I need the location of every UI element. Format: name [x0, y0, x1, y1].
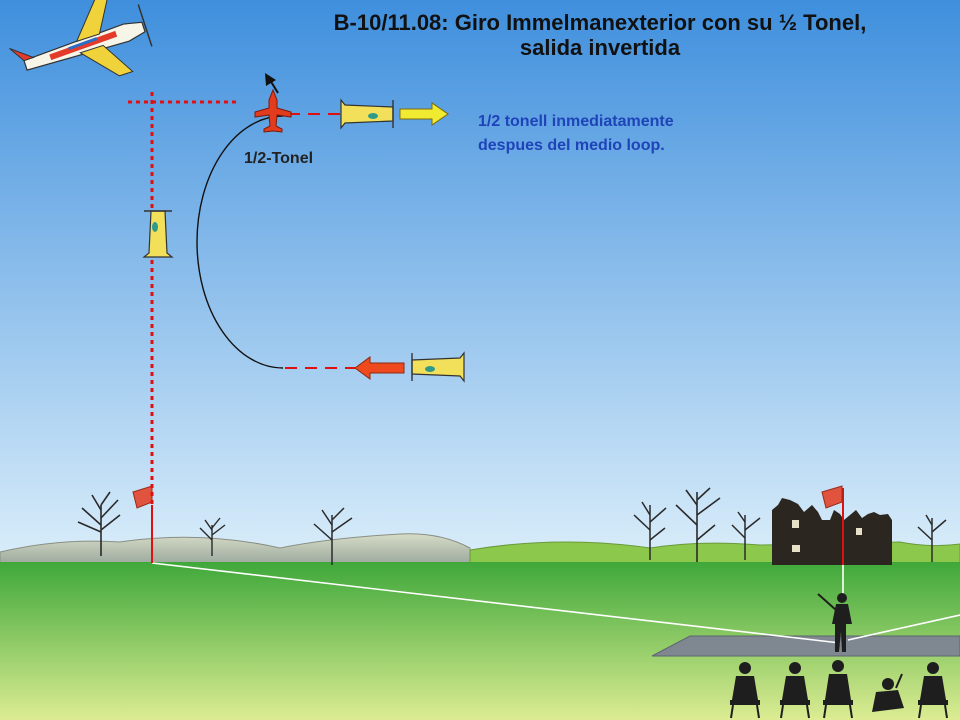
castle-windows [792, 520, 862, 552]
title-line-1: B-10/11.08: Giro Immelmanexterior con su… [333, 10, 867, 35]
judge-4 [872, 673, 904, 712]
title-line-2: salida invertida [519, 35, 681, 60]
exit-direction-arrow [399, 102, 449, 126]
tree-3 [313, 507, 353, 565]
sight-lines [151, 562, 960, 644]
half-roll-plane-icon [254, 88, 292, 133]
tree-2 [199, 517, 226, 556]
sky [0, 0, 960, 565]
entry-direction-arrow [354, 356, 405, 380]
tree-6 [731, 511, 761, 560]
judge-2 [780, 662, 810, 719]
aerobatic-plane-logo [9, 0, 153, 77]
pilot-figure [817, 593, 852, 652]
tree-1 [77, 491, 121, 556]
exit-plane-icon [340, 98, 394, 130]
center-marker-flag [821, 485, 843, 509]
judge-1 [730, 662, 760, 719]
diagram-title: B-10/11.08: Giro Immelmanexterior con su… [250, 10, 950, 60]
pull-up-arrow [265, 73, 279, 94]
judge-5 [918, 662, 948, 719]
judge-3 [823, 660, 853, 719]
half-roll-label: 1/2-Tonel [244, 150, 314, 167]
runway [651, 635, 960, 657]
vertical-plane-icon [142, 210, 174, 258]
castle-ruin [772, 498, 892, 565]
entry-plane-icon [411, 351, 465, 383]
tree-4 [633, 501, 667, 560]
distant-hills [0, 533, 471, 566]
maneuver-note: 1/2 tonell inmediatamente despues del me… [478, 110, 778, 158]
tree-5 [675, 487, 721, 562]
note-line-2: despues del medio loop. [478, 137, 665, 154]
boundary-dotted-line [128, 92, 238, 505]
half-loop-path [196, 115, 284, 369]
tree-7 [917, 514, 947, 562]
note-line-1: 1/2 tonell inmediatamente [478, 113, 674, 130]
